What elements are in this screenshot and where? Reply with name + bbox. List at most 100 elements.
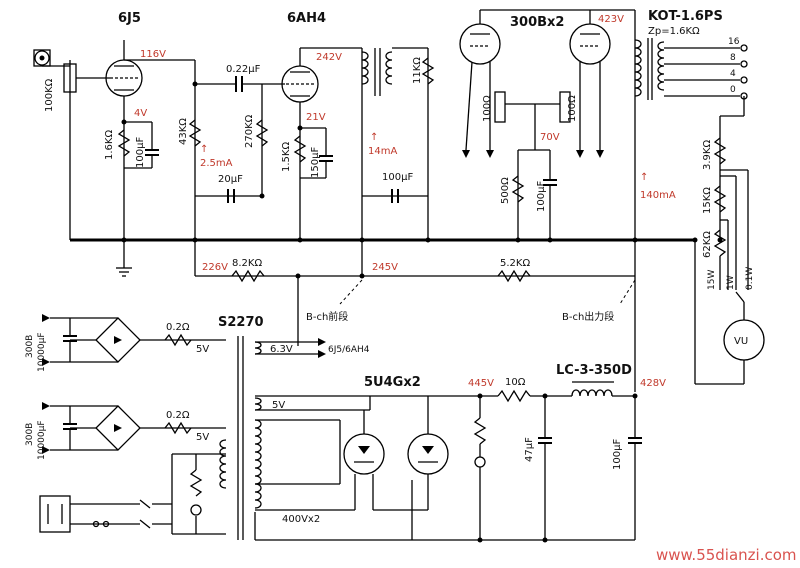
hv-voltage: 400Vx2: [282, 514, 320, 525]
v1-plate-voltage: 116V: [140, 49, 166, 60]
bch-front-label: B-ch前段: [306, 310, 348, 323]
vol-label: 100KΩ: [44, 78, 55, 112]
rg3b-label: 100Ω: [567, 95, 578, 122]
ot-primary: [634, 39, 642, 97]
rf2-resistor: [164, 421, 192, 435]
v3-current-arrow: ↑: [640, 172, 648, 183]
ot-tap-16: 16: [728, 37, 740, 47]
pt-hv-winding: [254, 419, 262, 509]
ck2-label: 150μF: [310, 147, 321, 178]
pilot-lamp-icon: [190, 504, 202, 516]
vu-r2: [713, 185, 727, 213]
vu-r1: [713, 137, 727, 165]
range-switch: [735, 291, 745, 303]
pt-rect-fil-winding: [254, 397, 262, 411]
cdec2-label: 100μF: [382, 172, 413, 183]
rsr-resistor: [497, 389, 531, 403]
v3-current: 140mA: [640, 190, 676, 201]
v3a-tube-icon: [459, 23, 501, 65]
cdec1-label: 20μF: [218, 174, 243, 185]
rk1-resistor: [117, 129, 131, 157]
pilot-resistor: [189, 469, 203, 497]
vu-label: VU: [734, 336, 748, 347]
pt-primary: [219, 439, 227, 489]
rect-out-voltage: 445V: [468, 378, 494, 389]
bleeder-resistor: [473, 417, 487, 445]
rp2-resistor: [421, 57, 435, 85]
bch-out-label: B-ch出力段: [562, 310, 614, 323]
rg2-label: 270KΩ: [244, 114, 255, 148]
bplus1-voltage: 226V: [202, 262, 228, 273]
rdrop1-resistor: [231, 269, 265, 283]
rp1-label: 43KΩ: [178, 118, 189, 145]
pt-heater-winding: [254, 341, 262, 355]
v2-cathode-voltage: 21V: [306, 112, 326, 123]
rk3-label: 500Ω: [500, 177, 511, 204]
power-switch: [139, 499, 151, 509]
ck3-label: 100μF: [536, 181, 547, 212]
rdrop2-label: 5.2KΩ: [500, 258, 530, 269]
ot-tap-4: 4: [730, 69, 736, 79]
rk2-label: 1.5KΩ: [281, 142, 292, 172]
heater-voltage: 6.3V: [270, 344, 293, 355]
junction-dots: [121, 81, 723, 543]
fil1-voltage: 5V: [196, 344, 209, 355]
ot-impedance: Zp=1.6KΩ: [648, 26, 700, 37]
watermark: www.55dianzi.com: [656, 546, 797, 564]
hum-pot-b: [559, 91, 571, 123]
choke-out-voltage: 428V: [640, 378, 666, 389]
fil2-voltage: 5V: [196, 432, 209, 443]
cf2-label-b: 10000μF: [37, 420, 47, 460]
cf2-label-a: 300B: [25, 423, 35, 446]
v2-current: 14mA: [368, 146, 397, 157]
cf1-label-a: 300B: [25, 335, 35, 358]
v1-cathode-voltage: 4V: [134, 108, 147, 119]
pt-name: S2270: [218, 315, 264, 330]
rf2-label: 0.2Ω: [166, 410, 190, 421]
rg2-resistor: [255, 119, 269, 147]
vu2-label: 15KΩ: [702, 187, 713, 214]
range-15w: 15W: [707, 270, 717, 290]
rf1-resistor: [164, 333, 192, 347]
bleeder-lamp-icon: [474, 456, 486, 468]
rdrop1-label: 8.2KΩ: [232, 258, 262, 269]
ck1-label: 100μF: [135, 137, 146, 168]
ac-inlet-icon: [39, 495, 71, 533]
rk2-resistor: [293, 135, 307, 163]
rdrop2-resistor: [497, 269, 531, 283]
range-1w: 1W: [726, 275, 736, 290]
rg3a-label: 100Ω: [482, 95, 493, 122]
heater-target: 6J5/6AH4: [328, 345, 370, 355]
v3-plate-voltage: 423V: [598, 14, 624, 25]
rk1-label: 1.6KΩ: [104, 130, 115, 160]
v2-name: 6AH4: [287, 11, 326, 26]
c47-label: 47μF: [524, 437, 535, 462]
choke-icon: [571, 389, 613, 397]
v2-current-arrow: ↑: [370, 132, 378, 143]
rk3-resistor: [511, 175, 525, 203]
ot-tap-8: 8: [730, 53, 736, 63]
v1-name: 6J5: [118, 11, 141, 26]
rp2-label: 11KΩ: [412, 57, 423, 84]
interstage-primary: [361, 51, 369, 85]
ot-secondary: [657, 41, 665, 91]
rsr-label: 10Ω: [505, 377, 526, 388]
cc-label: 0.22μF: [226, 64, 261, 75]
v2-plate-voltage: 242V: [316, 52, 342, 63]
range-01w: 0.1W: [745, 267, 755, 290]
rect-name: 5U4Gx2: [364, 375, 421, 390]
vu1-label: 3.9KΩ: [702, 140, 713, 170]
fuse-icon: [92, 520, 100, 528]
choke-name: LC-3-350D: [556, 363, 632, 378]
bplus2-voltage: 245V: [372, 262, 398, 273]
rp1-resistor: [188, 119, 202, 147]
v3-cathode-voltage: 70V: [540, 132, 560, 143]
v1-current-arrow: ↑: [200, 144, 208, 155]
rect-fil-voltage: 5V: [272, 400, 285, 411]
cf1-label-b: 10000μF: [37, 332, 47, 372]
vu-r3: [713, 229, 727, 257]
v3b-tube-icon: [569, 23, 611, 65]
v3-name: 300Bx2: [510, 15, 564, 30]
input-jack-icon: [34, 50, 50, 66]
